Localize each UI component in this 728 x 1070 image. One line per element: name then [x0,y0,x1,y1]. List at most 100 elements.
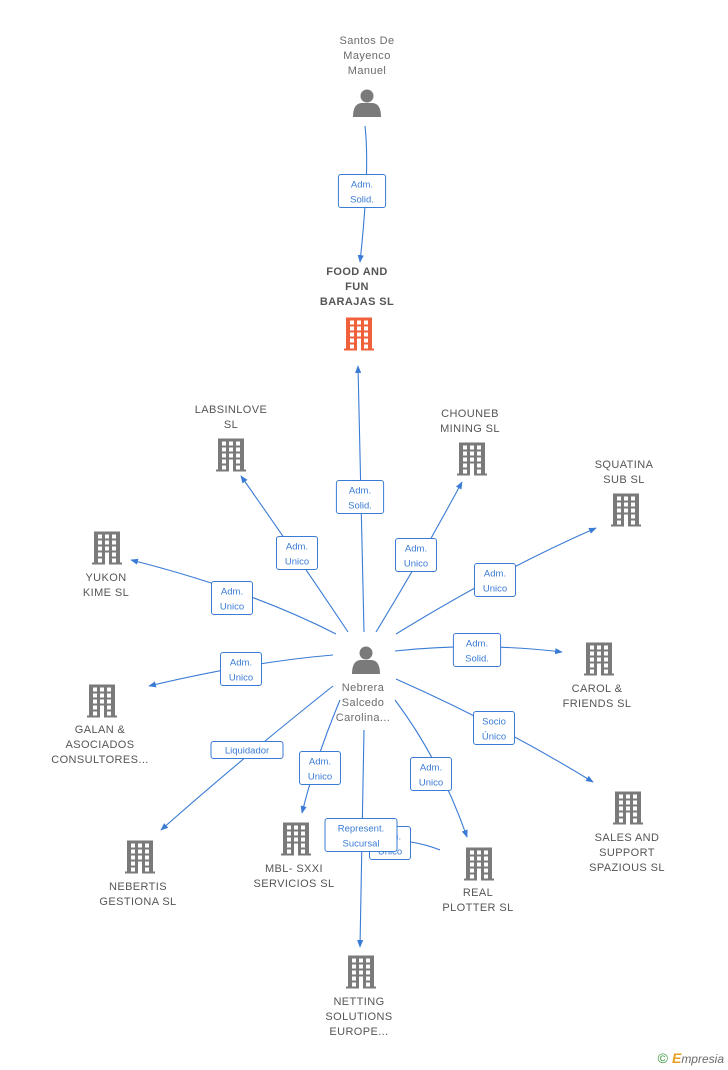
edge-label-nebrera-netting[interactable]: Represent. Sucursal [324,818,398,852]
edge-label-text: Adm. [351,180,373,191]
node-netting[interactable]: NETTINGSOLUTIONSEUROPE... [325,955,392,1039]
brand-watermark: ©Empresia [658,1050,724,1066]
node-label-line: CHOUNEB [441,408,499,420]
node-real[interactable]: REAL PLOTTER SL [442,847,513,915]
node-label-line: MINING SL [440,423,500,435]
edge-label-text: Solid. [348,501,372,512]
edge-label-text: Represent. [338,824,384,835]
building-icon [611,493,641,527]
edge-label-text: Unico [419,778,443,789]
edge-label-box [335,480,385,514]
edge-label-text: Adm. [230,658,252,669]
node-label-line: CONSULTORES... [51,754,149,766]
edge-label-text: Adm. [221,587,243,598]
copyright-symbol: © [657,1050,668,1066]
node-label-line: MBL- SXXI [265,863,323,875]
edge-label-text: Unico [483,584,507,595]
edge-label-nebrera-chouneb[interactable]: Adm. Unico [395,538,437,572]
building-icon [584,642,614,676]
edge-label-text: Adm. [309,757,331,768]
node-label-line: SERVICIOS SL [253,878,334,890]
edge-label-box [474,563,516,597]
edge-label-text: Unico [308,772,332,783]
building-icon [87,684,117,718]
node-nebrera[interactable]: NebreraSalcedoCarolina... [336,646,391,725]
edge-label-text: Unico [285,557,309,568]
node-label-line: Nebrera [342,682,385,694]
node-label-line: FRIENDS SL [563,698,632,710]
edge-label-text: Adm. [405,544,427,555]
edge-label-text: Adm. [286,542,308,553]
building-icon [613,791,643,825]
node-carol[interactable]: CAROL &FRIENDS SL [563,642,632,711]
edge-label-nebrera-nebertis[interactable]: Liquidador [210,741,284,759]
node-squatina[interactable]: SQUATINA SUB SL [595,459,654,527]
node-mbl[interactable]: MBL- SXXI SERVICIOS SL [253,822,334,891]
node-label-line: Carolina... [336,712,391,724]
node-label-line: ASOCIADOS [65,739,134,751]
building-icon [92,531,122,565]
edge-label-text: Adm. [466,639,488,650]
node-label-line: NETTING [333,996,384,1008]
edge-label-box [337,174,387,208]
edge-label-text: Único [482,732,506,743]
node-label-line: Santos De [340,35,395,47]
node-label-line: Salcedo [342,697,385,709]
edge-label-text: Solid. [465,654,489,665]
edge-label-nebrera-carol[interactable]: Adm. Solid. [452,633,502,667]
node-label-line: PLOTTER SL [442,902,513,914]
edge-label-box [395,538,437,572]
node-label-line: REAL [463,887,493,899]
edge-label-text: Adm. [349,486,371,497]
edge-label-box [473,711,515,745]
node-chouneb[interactable]: CHOUNEB MINING SL [440,408,500,476]
node-label-line: KIME SL [83,587,129,599]
edge-label-nebrera-mbl[interactable]: Adm. Unico [299,751,341,785]
edge-label-text: Unico [229,673,253,684]
building-icon [344,317,374,351]
edge-label-box [210,741,284,759]
edge-label-text: Unico [220,602,244,613]
person-icon [352,646,380,674]
edge-label-nebrera-squatina[interactable]: Adm. Unico [474,563,516,597]
edge-label-text: Unico [404,559,428,570]
edge-label-box [299,751,341,785]
building-icon [457,442,487,476]
node-label-line: FOOD AND [326,266,387,278]
node-label-line: SPAZIOUS SL [589,862,665,874]
edge-label-box [276,536,318,570]
edge-label-nebrera-yukon[interactable]: Adm. Unico [211,581,253,615]
edge-label-nebrera-real[interactable]: Adm. Unico [410,757,452,791]
edge-label-text: Adm. [420,763,442,774]
node-label-line: YUKON [85,572,126,584]
edge-label-nebrera-food[interactable]: Adm. Solid. [335,480,385,514]
edge-label-text: Sucursal [343,839,380,850]
person-icon [353,89,381,117]
brand-initial: E [671,1050,682,1066]
edge-label-nebrera-labsinlove[interactable]: Adm. Unico [276,536,318,570]
edge-label-box [452,633,502,667]
edge-label-box [410,757,452,791]
node-yukon[interactable]: YUKON KIME SL [83,531,129,600]
building-icon [216,438,246,472]
node-label-line: SOLUTIONS [325,1011,392,1023]
edge-label-santos-food[interactable]: Adm.Solid. [337,174,387,208]
node-label-line: LABSINLOVE [195,404,267,416]
node-label-line: SUB SL [603,474,645,486]
node-label-line: Manuel [348,65,386,77]
edge-label-text: Adm. [484,569,506,580]
building-icon [281,822,311,856]
node-label-line: SL [224,419,238,431]
edge-label-box [220,652,262,686]
node-label-line: NEBERTIS [109,881,167,893]
node-galan[interactable]: GALAN &ASOCIADOSCONSULTORES... [51,684,149,767]
node-label-line: SQUATINA [595,459,654,471]
edge-label-box [324,818,398,852]
edge-label-nebrera-galan[interactable]: Adm. Unico [220,652,262,686]
node-labsinlove[interactable]: LABSINLOVE SL [195,404,267,472]
